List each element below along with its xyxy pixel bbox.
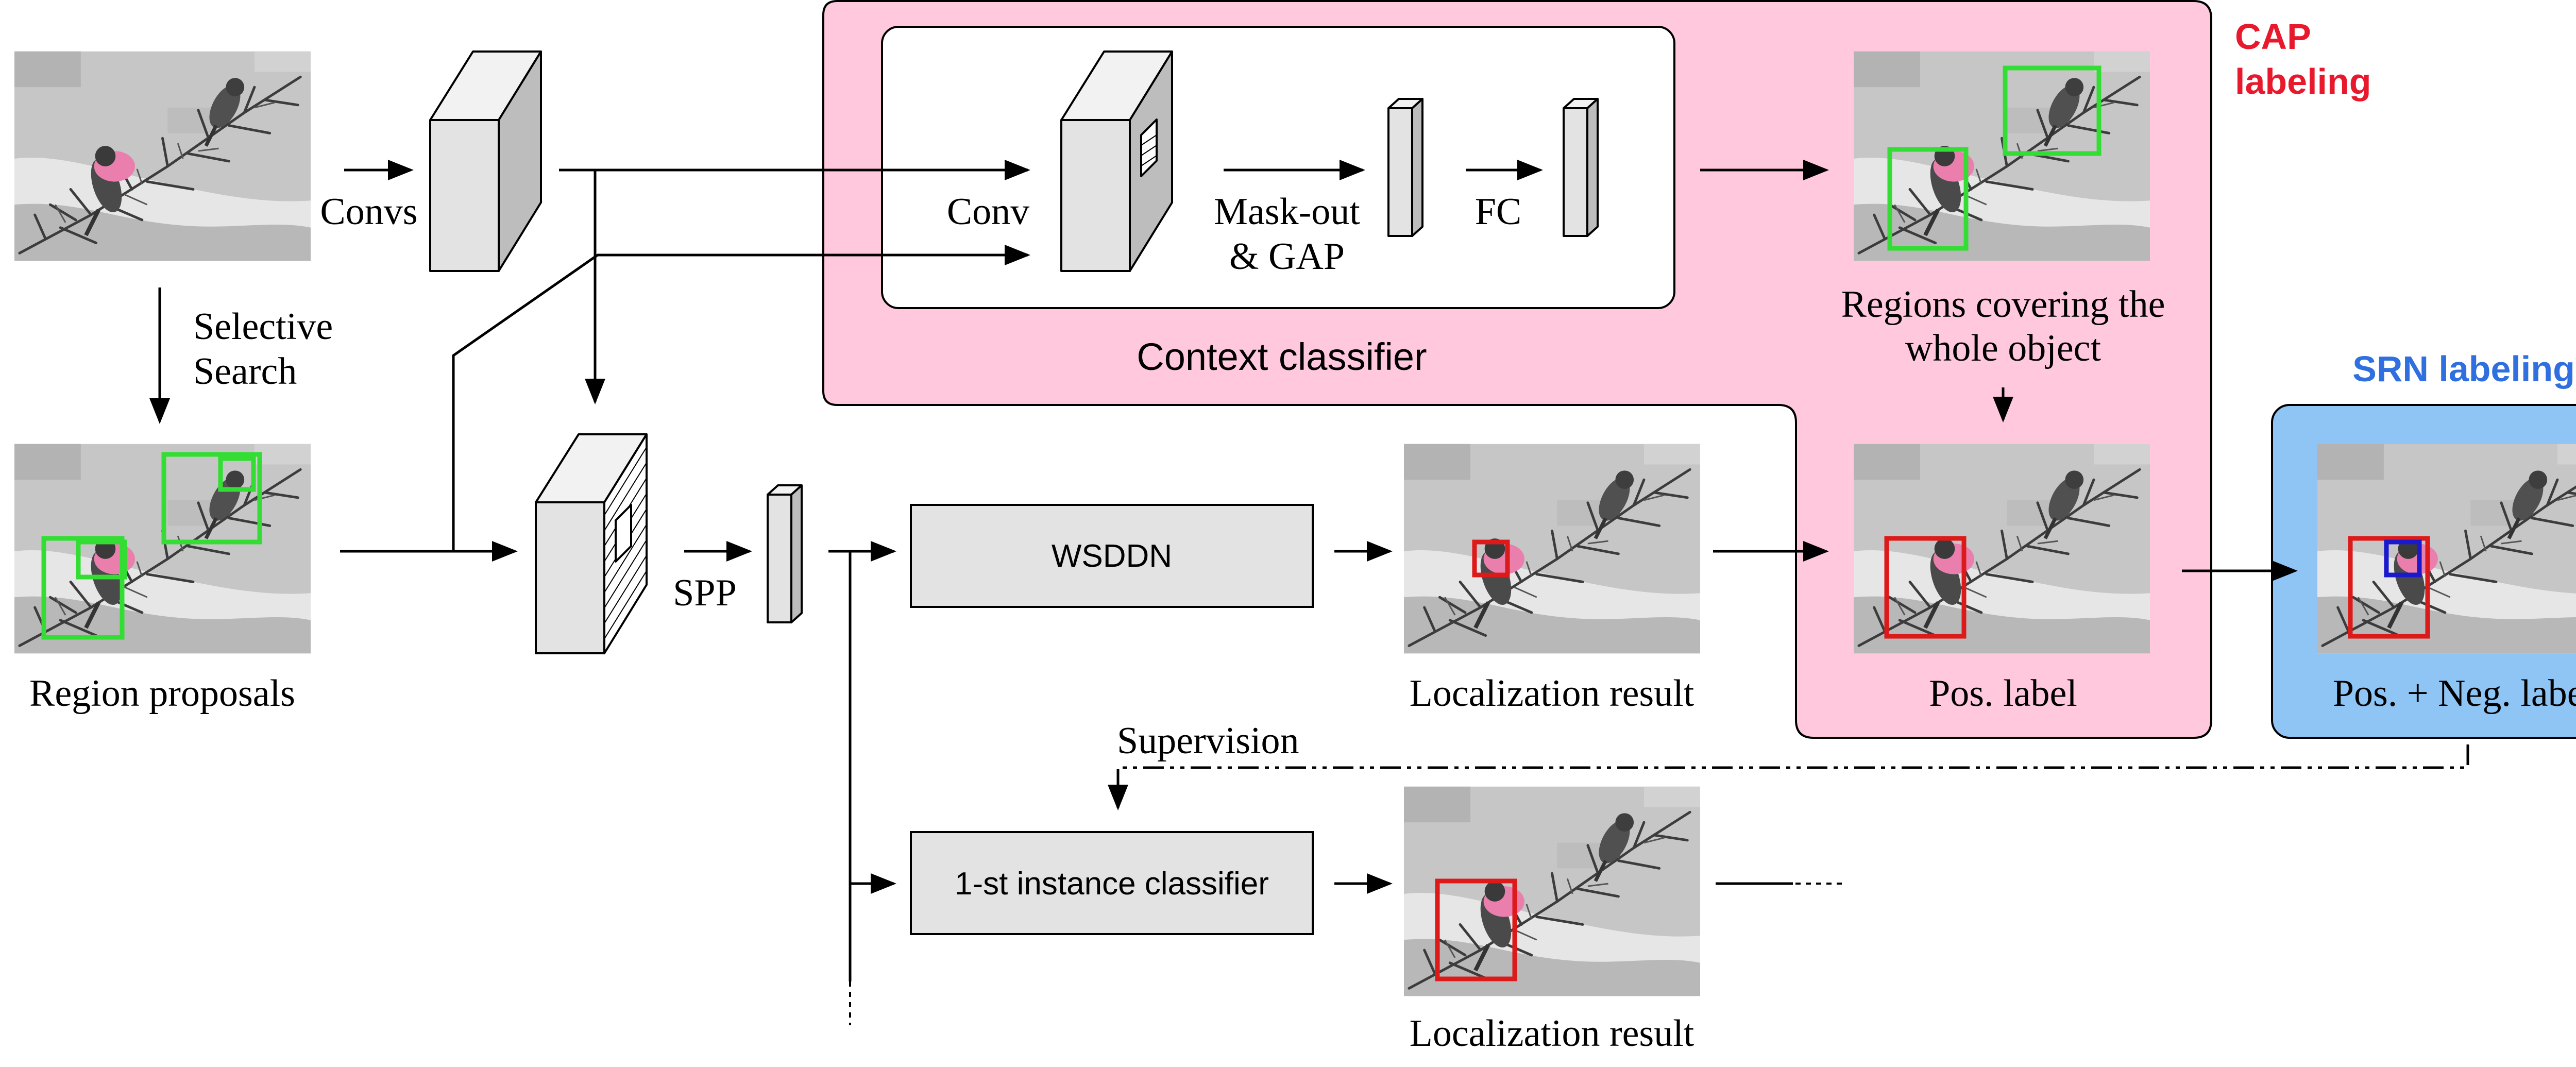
regions-covering-label-1: Regions covering the [1841, 283, 2165, 326]
cap-labeling-title-2: labeling [2235, 61, 2371, 101]
fc-label: FC [1475, 191, 1522, 233]
localization-result-label-2: Localization result [1410, 1012, 1694, 1055]
conv-label: Conv [947, 191, 1029, 233]
spp-input-feature-block [535, 433, 648, 654]
instance-classifier-label: 1-st instance classifier [955, 866, 1269, 902]
spp-label: SPP [673, 572, 736, 614]
pos-label-text: Pos. label [1929, 672, 2077, 715]
selective-search-label-1: Selective [193, 306, 333, 348]
conv-feature-block [1060, 50, 1173, 272]
context-classifier-label: Context classifier [1137, 335, 1427, 378]
instance-classifier-box [910, 831, 1314, 935]
cap-labeling-title-1: CAP [2235, 16, 2311, 57]
spp-vector [767, 484, 803, 623]
mask-out-label-1: Mask-out [1214, 191, 1360, 233]
pos-neg-label-text: Pos. + Neg. label [2333, 672, 2576, 715]
line-proposals-to-conv [340, 245, 1030, 553]
input-image [14, 52, 311, 261]
selective-search-label-2: Search [193, 350, 297, 393]
region-proposals-image [14, 444, 311, 653]
mask-out-label-2: & GAP [1229, 235, 1345, 278]
convs-feature-block [429, 50, 542, 272]
regions-covering-image [1854, 52, 2150, 261]
localization-result-label-1: Localization result [1410, 672, 1694, 715]
pos-neg-label-image [2317, 444, 2576, 653]
pos-label-image [1854, 444, 2150, 653]
localization-result-image-2 [1404, 787, 1700, 996]
region-proposals-label: Region proposals [29, 672, 295, 715]
fc-vector [1563, 98, 1599, 237]
gap-vector [1387, 98, 1423, 237]
supervision-dashed-line [1108, 744, 2469, 810]
regions-covering-label-2: whole object [1905, 327, 2102, 369]
supervision-label: Supervision [1117, 720, 1299, 762]
wsddn-label: WSDDN [1052, 538, 1172, 574]
line-spp-to-wsddn [828, 550, 852, 981]
srn-labeling-title: SRN labeling [2352, 349, 2575, 389]
localization-result-image-1 [1404, 444, 1700, 653]
wsddn-box [910, 504, 1314, 608]
convs-label: Convs [320, 191, 417, 233]
